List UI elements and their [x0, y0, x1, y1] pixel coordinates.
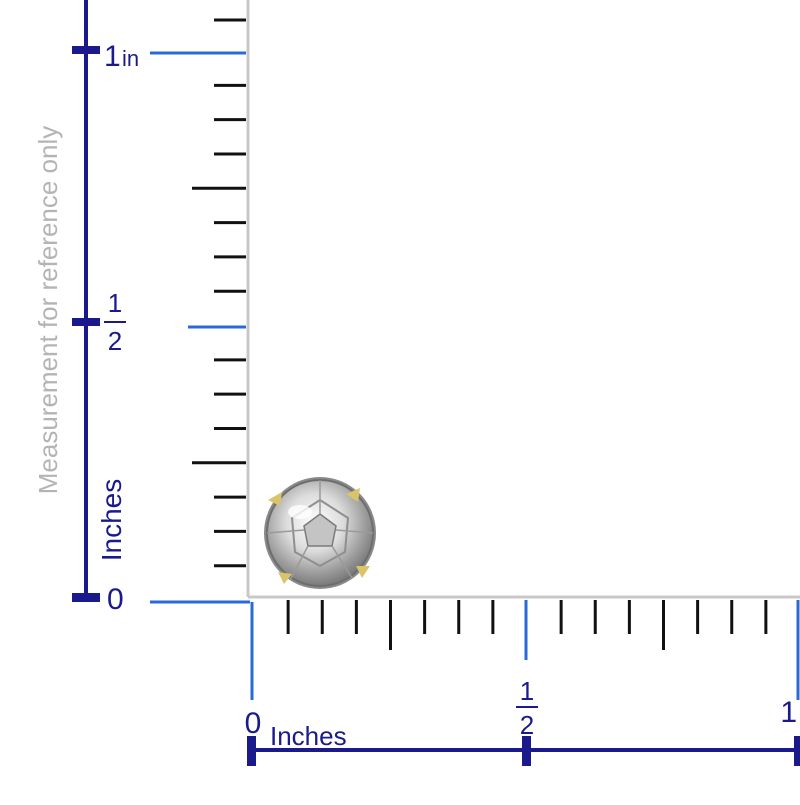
- prong-top-right: [346, 488, 360, 502]
- vertical-scale-bar: [72, 0, 100, 602]
- horizontal-unit-label: Inches: [270, 721, 347, 751]
- vertical-unit-label: Inches: [96, 479, 127, 562]
- horizontal-label-zero: 0: [245, 707, 262, 740]
- prong-bottom-left: [278, 572, 292, 584]
- horizontal-label-half-numerator: 1: [520, 676, 534, 706]
- prong-top-left: [268, 492, 282, 506]
- vertical-one-cap: [72, 46, 100, 54]
- watermark-text: Measurement for reference only: [33, 126, 63, 495]
- horizontal-label-half-denominator: 2: [520, 710, 534, 740]
- horizontal-scale-bar: [247, 736, 800, 766]
- horizontal-one-cap: [794, 736, 800, 766]
- horizontal-half-cap: [522, 736, 531, 766]
- vertical-ruler-ticks: [192, 18, 246, 568]
- vertical-zero-cap: [72, 593, 100, 602]
- horizontal-zero-cap: [247, 736, 256, 766]
- horizontal-ruler-ticks: [286, 600, 768, 650]
- round-stud-earring-icon: [264, 477, 376, 589]
- vertical-label-one: 1: [104, 40, 121, 73]
- vertical-half-cap: [72, 318, 100, 326]
- prong-bottom-right: [356, 566, 370, 578]
- vertical-label-half-numerator: 1: [108, 288, 122, 318]
- vertical-label-zero: 0: [107, 583, 124, 616]
- vertical-label-half-denominator: 2: [108, 326, 122, 356]
- vertical-label-one-unit: in: [122, 46, 139, 71]
- horizontal-label-one: 1: [780, 696, 797, 729]
